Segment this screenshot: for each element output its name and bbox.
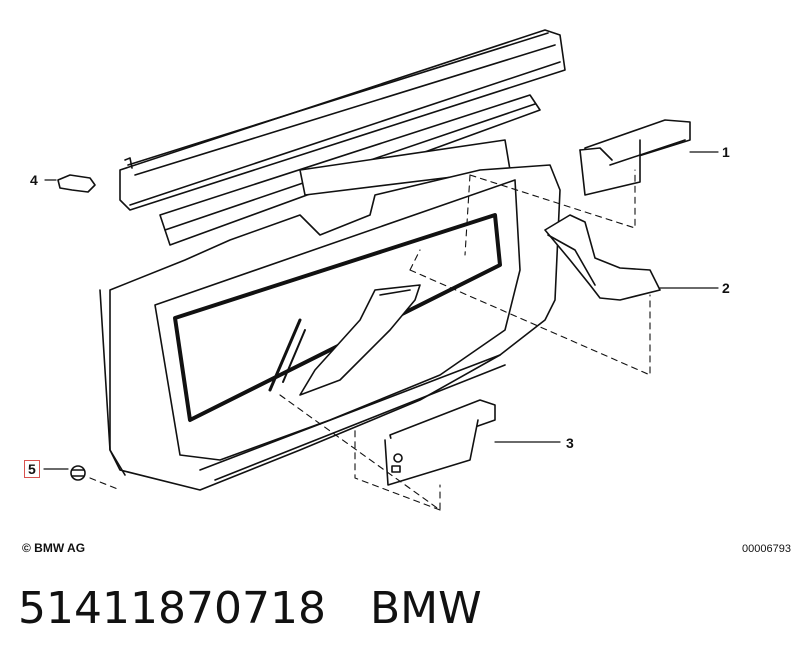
part-5-fastener	[43, 465, 86, 481]
brand-name: BMW	[369, 583, 482, 634]
callout-3[interactable]: 3	[566, 435, 574, 451]
drawing-number: 00006793	[742, 543, 791, 555]
part-number: 51411870718	[18, 583, 326, 634]
part-3-storage-pocket	[384, 399, 561, 486]
callout-2[interactable]: 2	[722, 280, 730, 296]
door-panel	[99, 164, 561, 491]
callout-5-highlighted[interactable]: 5	[24, 460, 40, 478]
window-sill-trim	[119, 29, 566, 211]
assembly-leader-lines	[89, 169, 651, 511]
callout-1[interactable]: 1	[722, 144, 730, 160]
part-caption: 51411870718 BMW	[18, 583, 526, 634]
part-4-clip	[44, 174, 96, 193]
part-2-pull-handle	[544, 214, 719, 301]
copyright-label: © BMW AG	[22, 541, 86, 555]
part-1-handle-cover	[579, 119, 719, 196]
callout-4[interactable]: 4	[30, 172, 38, 188]
exploded-parts-diagram	[43, 29, 719, 511]
